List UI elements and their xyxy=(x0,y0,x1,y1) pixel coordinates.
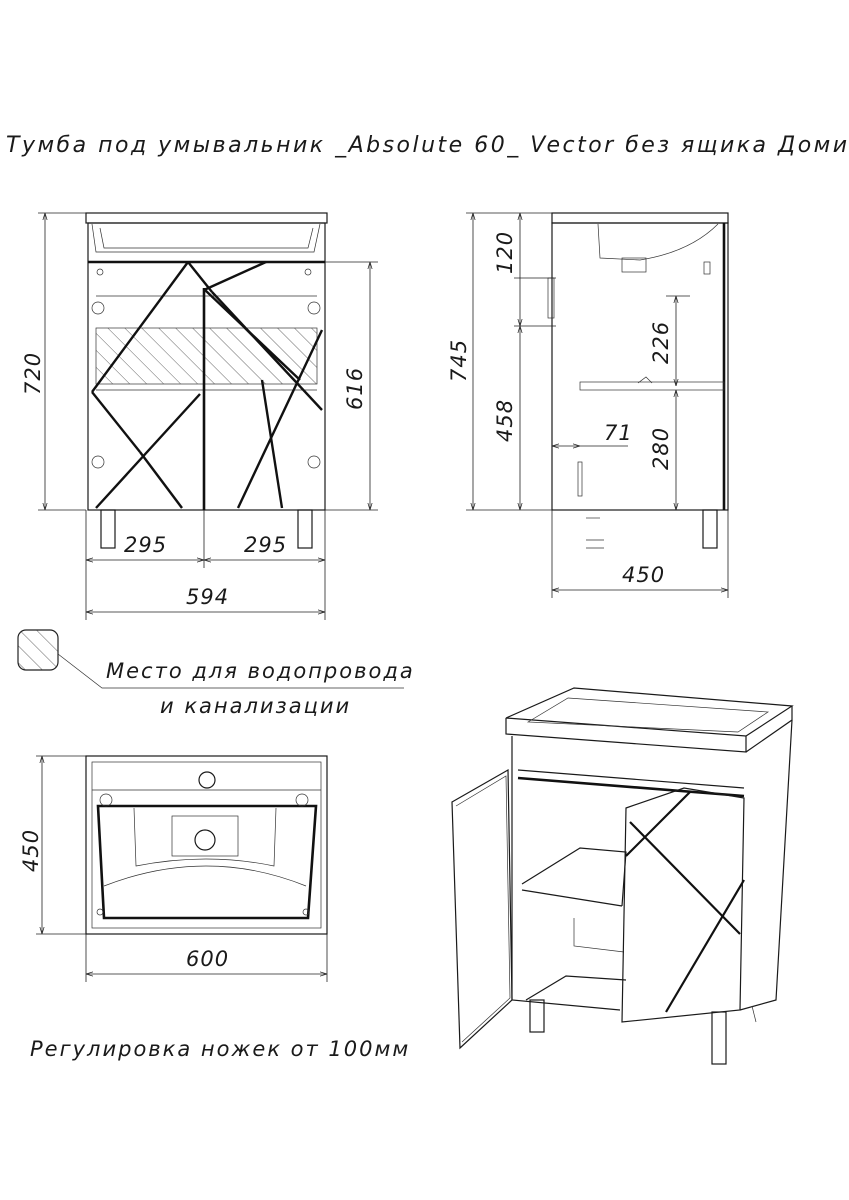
drawing-title: Тумба под умывальник _Absolute 60_ Vecto… xyxy=(6,133,849,158)
upper-shelf-dim: 226 xyxy=(649,321,673,364)
legend-hatch-swatch xyxy=(17,629,59,671)
isometric-view xyxy=(451,687,794,1065)
lower-shelf-dim: 280 xyxy=(649,427,673,470)
top-depth-dim: 450 xyxy=(19,829,43,872)
offset-dim: 71 xyxy=(604,421,633,445)
side-height-dim: 745 xyxy=(447,339,471,382)
door-height-dim: 616 xyxy=(343,367,367,410)
side-view: 745 120 458 226 280 71 450 xyxy=(447,212,729,598)
top-section-dim: 120 xyxy=(493,231,517,274)
legend: Место для водопровода и канализации xyxy=(17,629,415,718)
legs-adjustment-note: Регулировка ножек от 100мм xyxy=(30,1037,410,1061)
right-half-dim: 295 xyxy=(244,533,287,557)
front-height-dim: 720 xyxy=(21,352,45,395)
front-view: 720 616 295 295 594 xyxy=(21,212,378,620)
top-view: 450 600 xyxy=(19,755,328,982)
lower-section-dim: 458 xyxy=(493,399,517,442)
front-width-dim: 594 xyxy=(186,585,229,609)
legend-line-2: и канализации xyxy=(160,694,351,718)
legend-line-1: Место для водопровода xyxy=(106,659,415,683)
side-depth-dim: 450 xyxy=(622,563,665,587)
top-width-dim: 600 xyxy=(186,947,229,971)
left-half-dim: 295 xyxy=(124,533,167,557)
